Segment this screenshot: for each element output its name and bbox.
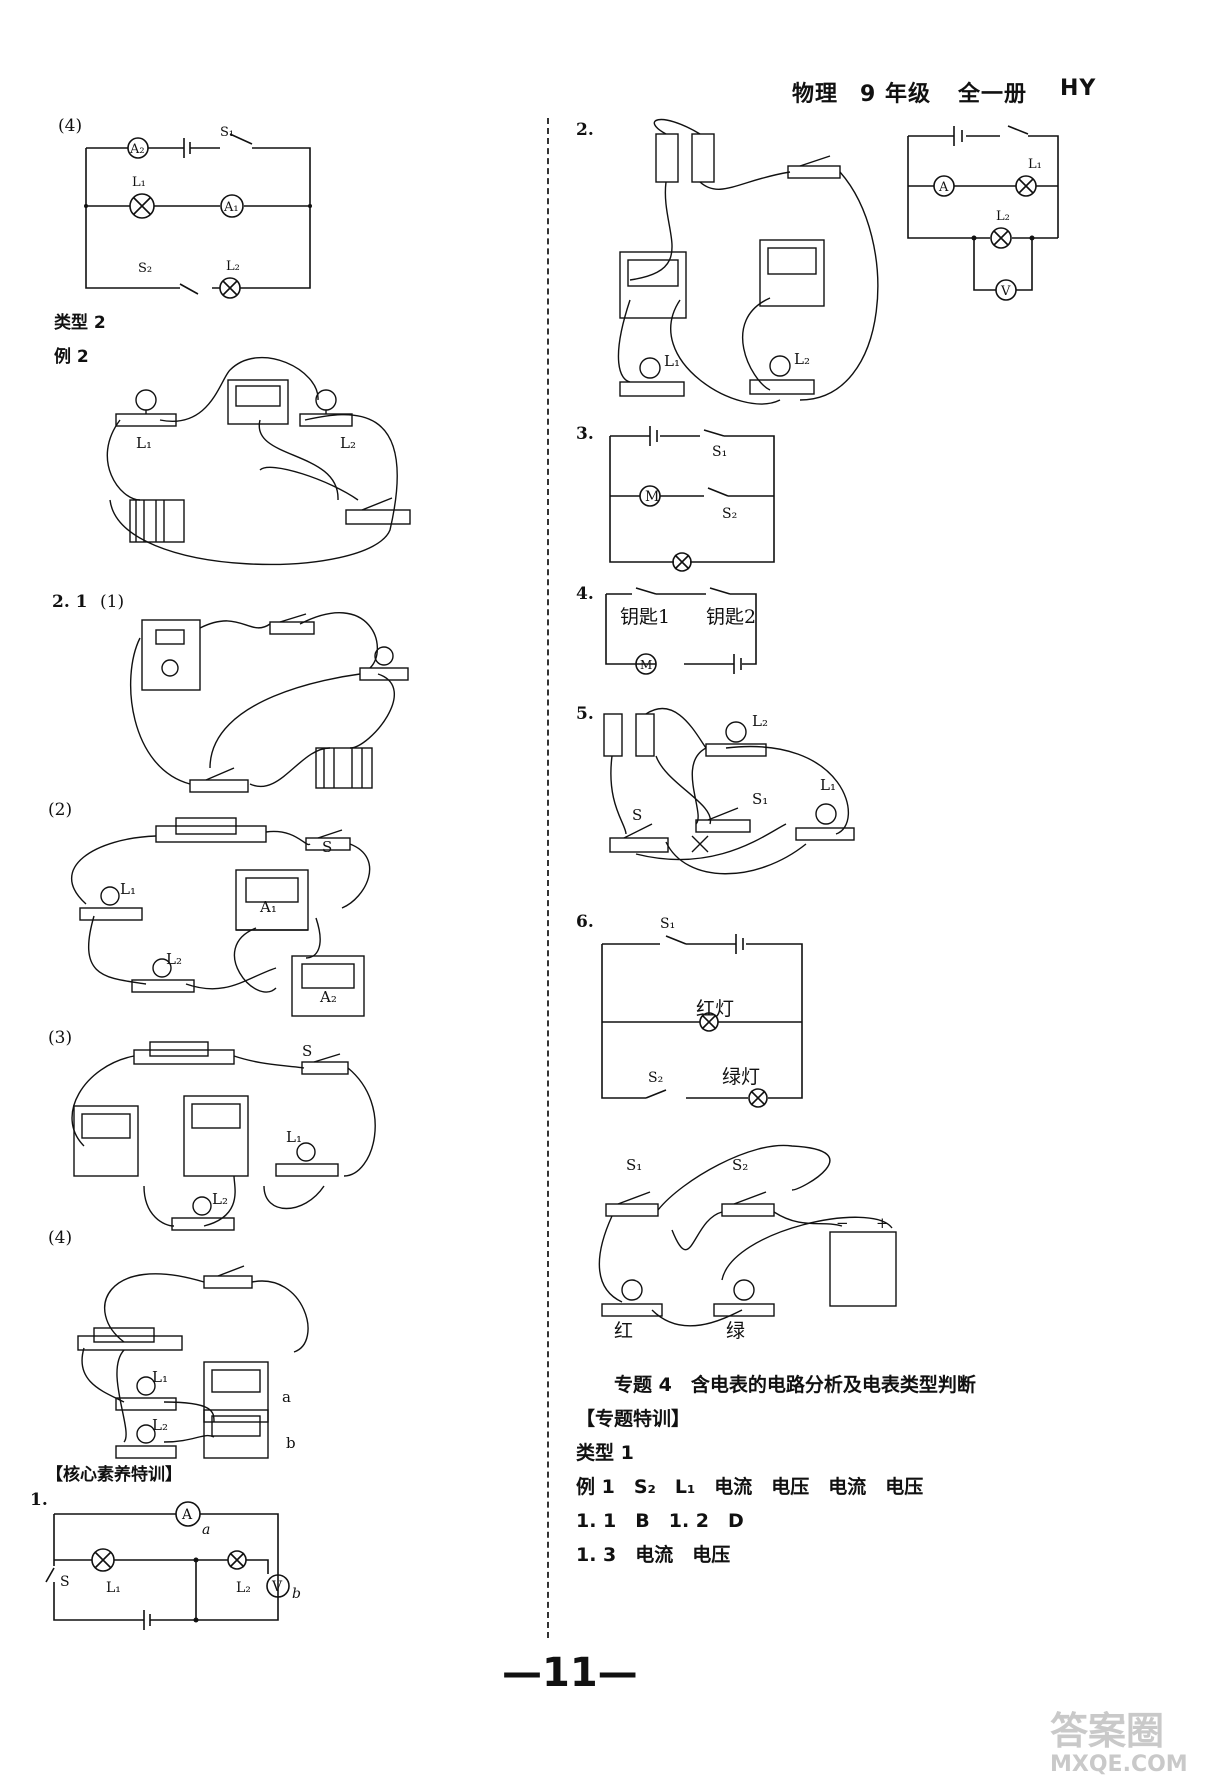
svg-text:L₂: L₂ bbox=[236, 1580, 251, 1596]
physical-circuit-q21-4: L₁ L₂ a b bbox=[77, 1265, 309, 1459]
svg-text:L₂: L₂ bbox=[152, 1416, 168, 1434]
circuit-diagram-q2: A L₁ L₂ V bbox=[907, 125, 1059, 301]
svg-text:L₁: L₁ bbox=[152, 1368, 168, 1386]
section-core-label: 【核心素养特训】 bbox=[46, 1465, 182, 1485]
q21-sub2: (2) bbox=[48, 800, 73, 820]
physical-circuit-q21-1 bbox=[130, 612, 409, 793]
svg-text:L₂: L₂ bbox=[226, 259, 240, 274]
svg-text:a: a bbox=[282, 1388, 291, 1406]
type2-label: 类型 2 bbox=[54, 313, 106, 333]
header-grade: 9 年级 bbox=[860, 82, 931, 107]
q6-label: 6. bbox=[576, 912, 594, 932]
svg-text:S: S bbox=[632, 806, 642, 824]
svg-text:L₂: L₂ bbox=[166, 950, 182, 968]
svg-text:S: S bbox=[60, 1574, 70, 1590]
header-edition: HY bbox=[1060, 76, 1097, 101]
svg-text:M: M bbox=[645, 489, 659, 505]
svg-text:L₂: L₂ bbox=[996, 209, 1010, 224]
svg-text:S: S bbox=[322, 838, 332, 856]
svg-text:S: S bbox=[302, 1042, 312, 1060]
svg-text:S₂: S₂ bbox=[722, 506, 737, 522]
physical-circuit-ex2: L₁ L₂ bbox=[106, 357, 411, 566]
q6-green-short: 绿 bbox=[726, 1320, 746, 1342]
svg-text:V: V bbox=[1000, 284, 1011, 299]
q5-label: 5. bbox=[576, 704, 594, 724]
svg-text:L₂: L₂ bbox=[340, 434, 356, 452]
svg-text:L₂: L₂ bbox=[752, 712, 768, 730]
svg-text:L₁: L₁ bbox=[286, 1128, 302, 1146]
svg-text:A₁: A₁ bbox=[223, 200, 239, 215]
column-divider bbox=[547, 118, 549, 1638]
svg-text:L₁: L₁ bbox=[136, 434, 152, 452]
svg-text:L₁: L₁ bbox=[132, 175, 146, 190]
physical-circuit-q2: L₁ L₂ bbox=[617, 118, 879, 405]
circuit-diagram-q3: S₁ M S₂ bbox=[609, 426, 775, 572]
svg-text:A: A bbox=[181, 1507, 193, 1523]
q4-label: (4) bbox=[58, 116, 83, 136]
svg-text:S₁: S₁ bbox=[220, 125, 234, 140]
svg-text:L₁: L₁ bbox=[1028, 157, 1042, 172]
header-subject: 物理 bbox=[792, 82, 839, 107]
physical-circuit-q6: S₁ S₂ − + bbox=[598, 1144, 897, 1327]
q1-label: 1. bbox=[30, 1490, 48, 1510]
svg-text:S₂: S₂ bbox=[648, 1070, 663, 1086]
svg-text:V: V bbox=[271, 1579, 283, 1595]
page-number: —11— bbox=[502, 1650, 638, 1696]
answer-1-1-1-2: 1. 1 B 1. 2 D bbox=[576, 1510, 744, 1532]
header-volume: 全一册 bbox=[958, 82, 1028, 107]
svg-text:A: A bbox=[938, 180, 949, 195]
physical-circuit-q21-3: S L₂ L₁ bbox=[71, 1041, 376, 1231]
q4-right-label: 4. bbox=[576, 584, 594, 604]
svg-text:S₂: S₂ bbox=[138, 261, 152, 276]
q21-sub1: (1) bbox=[100, 592, 125, 612]
watermark-logo: 答案圈 bbox=[1050, 1709, 1165, 1753]
svg-text:M: M bbox=[640, 658, 652, 672]
svg-text:S₁: S₁ bbox=[752, 790, 768, 808]
svg-text:S₁: S₁ bbox=[712, 444, 727, 460]
q4-key2: 钥匙2 bbox=[706, 606, 757, 628]
svg-text:A₁: A₁ bbox=[259, 898, 277, 916]
svg-text:A₂: A₂ bbox=[319, 988, 337, 1006]
svg-text:L₁: L₁ bbox=[106, 1580, 121, 1596]
svg-text:S₁: S₁ bbox=[626, 1156, 642, 1174]
q6-green-lamp: 绿灯 bbox=[722, 1066, 761, 1088]
svg-text:S₂: S₂ bbox=[732, 1156, 748, 1174]
svg-text:S₁: S₁ bbox=[660, 916, 675, 932]
svg-text:L₁: L₁ bbox=[120, 880, 136, 898]
svg-text:a: a bbox=[202, 1522, 210, 1538]
watermark-url: MXQE.COM bbox=[1050, 1752, 1188, 1777]
q2-label: 2. bbox=[576, 120, 594, 140]
svg-text:L₂: L₂ bbox=[212, 1190, 228, 1208]
circuit-diagram-4: A₂ A₁ S₁ L₁ S₂ L₂ bbox=[84, 125, 312, 299]
svg-text:L₂: L₂ bbox=[794, 350, 810, 368]
q3-label: 3. bbox=[576, 424, 594, 444]
topic4-title: 专题 4 含电表的电路分析及电表类型判断 bbox=[614, 1374, 976, 1396]
q21-label: 2. 1 bbox=[52, 592, 88, 612]
physical-circuit-q21-2: L₁ L₂ S A₁ A₂ bbox=[71, 817, 371, 1017]
ex1-answer: 例 1 S₂ L₁ 电流 电压 电流 电压 bbox=[576, 1476, 924, 1498]
circuit-diagram-q4-keys: M bbox=[605, 587, 757, 675]
svg-text:L₁: L₁ bbox=[820, 776, 836, 794]
q6-red-short: 红 bbox=[614, 1320, 634, 1342]
svg-text:b: b bbox=[286, 1434, 296, 1452]
svg-text:−: − bbox=[836, 1214, 849, 1232]
circuit-diagram-q6: S₁ S₂ bbox=[601, 916, 803, 1108]
physical-circuit-q5: L₂ S₁ L₁ S bbox=[603, 707, 855, 875]
q21-sub3: (3) bbox=[48, 1028, 73, 1048]
ex2-label: 例 2 bbox=[54, 347, 89, 367]
svg-text:A₂: A₂ bbox=[129, 142, 145, 157]
svg-text:+: + bbox=[876, 1214, 889, 1232]
special-training-label: 【专题特训】 bbox=[576, 1408, 691, 1430]
answer-1-3: 1. 3 电流 电压 bbox=[576, 1544, 731, 1566]
type1-label: 类型 1 bbox=[576, 1442, 634, 1464]
q21-sub4: (4) bbox=[48, 1228, 73, 1248]
svg-text:b: b bbox=[292, 1586, 301, 1602]
svg-text:L₁: L₁ bbox=[664, 352, 680, 370]
q4-key1: 钥匙1 bbox=[620, 606, 671, 628]
q6-red-lamp: 红灯 bbox=[696, 998, 735, 1020]
